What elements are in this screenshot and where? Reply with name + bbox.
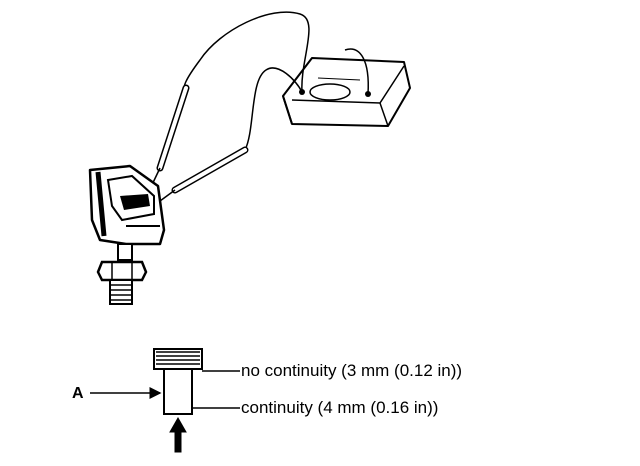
callout-a-label: A [72,385,84,402]
ohmmeter-icon [282,57,411,127]
switch-sensor-icon [88,164,166,305]
test-leads [139,11,369,213]
plunger-icon [153,348,203,415]
no-continuity-label: no continuity (3 mm (0.12 in)) [241,361,463,380]
up-arrow-icon [169,416,187,453]
leader-lines [90,370,240,409]
continuity-label: continuity (4 mm (0.16 in)) [241,398,439,417]
